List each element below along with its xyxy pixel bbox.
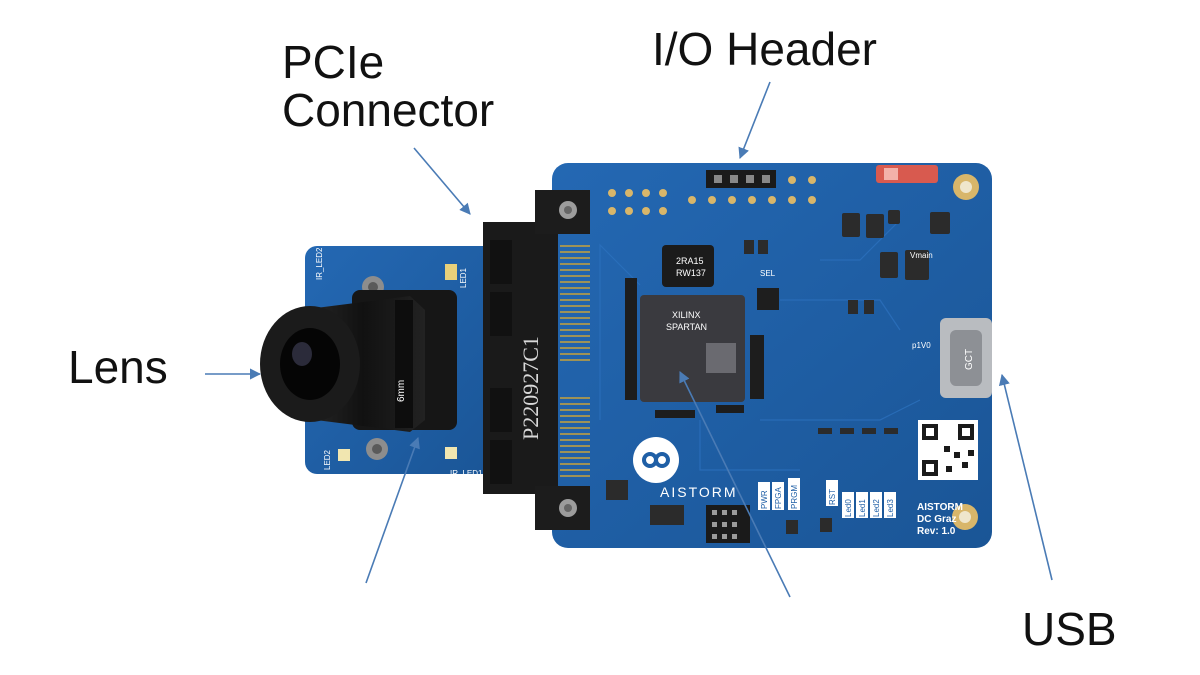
sensor-led-label-3: LED2 — [323, 449, 332, 470]
sensor-led-label-1: IR_LED2 — [315, 247, 324, 280]
led-label-3: Led3 — [886, 499, 895, 517]
sensor-arrow — [365, 436, 420, 584]
sel-label: SEL — [760, 269, 776, 278]
board-name-silk: AISTORM — [917, 502, 963, 513]
sensor-led-label-2: LED1 — [459, 267, 468, 288]
board-location-silk: DC Graz — [917, 514, 956, 525]
board-revision-silk: Rev: 1.0 — [917, 526, 956, 537]
fpga-marking-2: SPARTAN — [666, 322, 707, 332]
io-header-arrow — [738, 81, 771, 160]
p1v0-label: p1V0 — [912, 341, 931, 350]
led-1 — [445, 264, 457, 280]
led-label-2: Led2 — [872, 499, 881, 517]
fpga-arrow — [679, 370, 791, 598]
pcie-connector-label: PCIe Connector — [282, 38, 494, 135]
pcie-connector: P220927C1 — [483, 190, 590, 530]
top-pin-row — [608, 176, 816, 215]
btn-label-rst: RST — [828, 489, 837, 505]
led-labels: Led0 Led1 Led2 Led3 — [842, 492, 896, 518]
usb-c-connector: GCT — [940, 318, 992, 398]
sensor-led-label-4: IR_LED1 — [450, 469, 483, 478]
led-label-0: Led0 — [844, 499, 853, 517]
pcie-arrow — [413, 147, 471, 215]
usb-label: USB — [1022, 603, 1117, 655]
led-label-1: Led1 — [858, 499, 867, 517]
connector-marking: P220927C1 — [518, 336, 543, 440]
pcie-label-line-1: PCIe — [282, 36, 385, 88]
pcie-label-line-2: Connector — [282, 84, 495, 137]
usb-arrow — [998, 373, 1053, 581]
btn-label-prgm: PRGM — [790, 485, 799, 509]
main-board: 2RA15 RW137 SEL XILINX SPARTAN GCT Vmain… — [552, 163, 992, 548]
flash-ic: 2RA15 RW137 — [662, 245, 714, 287]
aistorm-logo-text: AISTORM — [660, 484, 738, 500]
lens-marking: 6mm — [396, 380, 407, 402]
io-header — [706, 170, 776, 188]
lens-label: Lens — [68, 341, 168, 393]
btn-label-pwr: PWR — [760, 490, 769, 509]
vmain-label: Vmain — [910, 251, 933, 260]
lens-assembly: 6mm — [260, 290, 457, 432]
fpga-marking-1: XILINX — [672, 310, 701, 320]
usb-marking: GCT — [964, 349, 975, 370]
io-header-label: I/O Header — [652, 23, 877, 75]
fpga-chip: XILINX SPARTAN — [640, 295, 745, 402]
flash-ic-marking-1: 2RA15 — [676, 256, 704, 266]
aistorm-logo: AISTORM — [633, 437, 738, 500]
btn-label-fpga: FPGA — [774, 487, 783, 509]
qr-code — [918, 420, 978, 480]
annotation-arrows — [205, 81, 1053, 598]
button-labels: PWR FPGA PRGM RST — [758, 478, 838, 510]
small-ic — [757, 288, 779, 310]
ir-led-1 — [445, 447, 457, 459]
ir-led-2 — [338, 449, 350, 461]
flash-ic-marking-2: RW137 — [676, 268, 706, 278]
